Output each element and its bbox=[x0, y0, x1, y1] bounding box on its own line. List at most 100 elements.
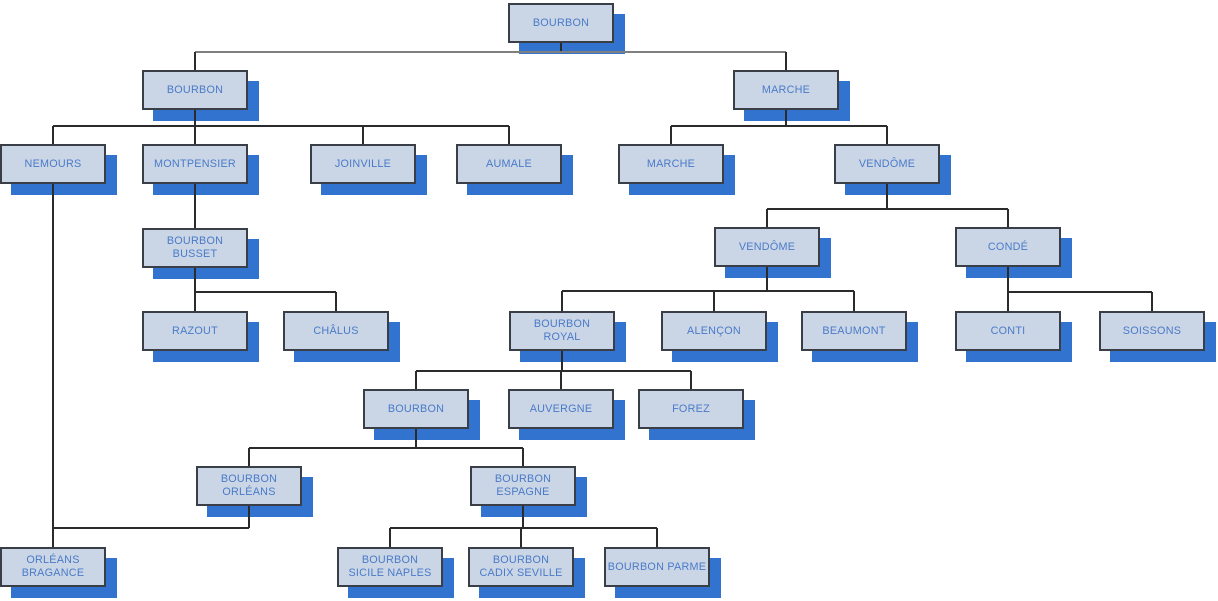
connector-line-vertical bbox=[335, 292, 337, 311]
connector-line-vertical bbox=[362, 126, 364, 144]
tree-node-label: BOURBON SICILE NAPLES bbox=[348, 554, 432, 579]
tree-node-bourbon-cadix-seville[interactable]: BOURBON CADIX SEVILLE bbox=[468, 547, 574, 587]
connector-line-horizontal bbox=[249, 447, 523, 449]
connector-line-vertical bbox=[785, 52, 787, 70]
tree-node-forez[interactable]: FOREZ bbox=[638, 389, 744, 429]
connector-line-horizontal bbox=[1008, 291, 1152, 293]
connector-line-vertical bbox=[766, 267, 768, 291]
tree-node-label: JOINVILLE bbox=[334, 157, 392, 170]
connector-line-horizontal bbox=[562, 290, 854, 292]
tree-node-label: CONTI bbox=[990, 324, 1026, 337]
tree-node-beaumont[interactable]: BEAUMONT bbox=[801, 311, 907, 351]
tree-node-bourbon-root[interactable]: BOURBON bbox=[508, 3, 614, 43]
tree-node-label: BOURBON PARME bbox=[607, 560, 707, 573]
tree-node-auvergne[interactable]: AUVERGNE bbox=[508, 389, 614, 429]
connector-line-vertical bbox=[886, 126, 888, 144]
tree-node-label: MONTPENSIER bbox=[154, 157, 236, 170]
tree-node-alencon[interactable]: ALENÇON bbox=[661, 311, 767, 351]
connector-line-vertical bbox=[389, 528, 391, 547]
tree-node-chalus[interactable]: CHÂLUS bbox=[283, 311, 389, 351]
tree-node-label: BOURBON BUSSET bbox=[166, 235, 224, 260]
tree-node-marche-3[interactable]: MARCHE bbox=[618, 144, 724, 184]
tree-node-label: VENDÔME bbox=[738, 240, 796, 253]
connector-line-horizontal bbox=[671, 125, 887, 127]
connector-line-vertical bbox=[560, 371, 562, 389]
connector-line-vertical bbox=[52, 184, 54, 547]
tree-node-montpensier[interactable]: MONTPENSIER bbox=[142, 144, 248, 184]
tree-node-bourbon-royal[interactable]: BOURBON ROYAL bbox=[509, 311, 615, 351]
tree-node-label: NEMOURS bbox=[24, 157, 82, 170]
connector-line-vertical bbox=[656, 528, 658, 547]
tree-node-label: ALENÇON bbox=[687, 324, 741, 337]
connector-line-vertical bbox=[248, 506, 250, 528]
connector-line-vertical bbox=[713, 291, 715, 311]
tree-node-label: BOURBON ESPAGNE bbox=[494, 473, 552, 498]
tree-node-label: SOISSONS bbox=[1122, 324, 1182, 337]
tree-node-bourbon-espagne[interactable]: BOURBON ESPAGNE bbox=[470, 466, 576, 506]
tree-node-bourbon-parme[interactable]: BOURBON PARME bbox=[604, 547, 710, 587]
tree-node-label: CONDÉ bbox=[987, 240, 1029, 253]
tree-node-label: BOURBON bbox=[387, 402, 445, 415]
tree-node-vendome-3[interactable]: VENDÔME bbox=[834, 144, 940, 184]
tree-node-soissons[interactable]: SOISSONS bbox=[1099, 311, 1205, 351]
connector-line-vertical bbox=[194, 184, 196, 228]
tree-node-conti[interactable]: CONTI bbox=[955, 311, 1061, 351]
tree-node-razout[interactable]: RAZOUT bbox=[142, 311, 248, 351]
tree-node-label: FOREZ bbox=[672, 402, 710, 415]
connector-line-horizontal bbox=[53, 125, 509, 127]
connector-line-horizontal bbox=[53, 527, 249, 529]
tree-node-label: RAZOUT bbox=[172, 324, 218, 337]
connector-line-horizontal bbox=[390, 527, 657, 529]
connector-line-vertical bbox=[560, 42, 562, 53]
connector-line-vertical bbox=[520, 528, 522, 547]
connector-line-horizontal bbox=[195, 51, 786, 53]
tree-node-bourbon-orleans[interactable]: BOURBON ORLÉANS bbox=[196, 466, 302, 506]
tree-node-bourbon-sicile-naples[interactable]: BOURBON SICILE NAPLES bbox=[337, 547, 443, 587]
tree-node-bourbon-6[interactable]: BOURBON bbox=[363, 389, 469, 429]
tree-node-label: BEAUMONT bbox=[822, 324, 886, 337]
connector-line-vertical bbox=[785, 110, 787, 126]
connector-line-horizontal bbox=[767, 208, 1008, 210]
tree-node-bourbon-2[interactable]: BOURBON bbox=[142, 70, 248, 110]
connector-line-vertical bbox=[52, 126, 54, 144]
connector-line-vertical bbox=[194, 110, 196, 126]
connector-line-vertical bbox=[886, 184, 888, 209]
tree-node-label: MARCHE bbox=[761, 83, 811, 96]
connector-line-vertical bbox=[194, 126, 196, 144]
connector-line-vertical bbox=[194, 292, 196, 311]
connector-line-vertical bbox=[522, 506, 524, 528]
connector-line-vertical bbox=[561, 351, 563, 371]
tree-node-vendome-4[interactable]: VENDÔME bbox=[714, 227, 820, 267]
tree-node-label: BOURBON ROYAL bbox=[533, 318, 591, 343]
tree-node-label: AUVERGNE bbox=[529, 402, 593, 415]
tree-node-label: BOURBON bbox=[166, 83, 224, 96]
tree-node-label: ORLÉANS BRAGANCE bbox=[21, 554, 85, 579]
connector-line-vertical bbox=[670, 126, 672, 144]
connector-line-vertical bbox=[561, 291, 563, 311]
tree-node-aumale[interactable]: AUMALE bbox=[456, 144, 562, 184]
tree-node-nemours[interactable]: NEMOURS bbox=[0, 144, 106, 184]
connector-line-vertical bbox=[194, 52, 196, 70]
connector-line-vertical bbox=[248, 448, 250, 466]
tree-node-label: CHÂLUS bbox=[313, 324, 359, 337]
connector-line-horizontal bbox=[416, 370, 691, 372]
tree-node-marche-2[interactable]: MARCHE bbox=[733, 70, 839, 110]
connector-line-vertical bbox=[415, 371, 417, 389]
connector-line-vertical bbox=[853, 291, 855, 311]
connector-line-vertical bbox=[194, 268, 196, 292]
tree-node-orleans-bragance[interactable]: ORLÉANS BRAGANCE bbox=[0, 547, 106, 587]
connector-line-vertical bbox=[415, 429, 417, 448]
connector-line-vertical bbox=[522, 448, 524, 466]
connector-line-vertical bbox=[1151, 292, 1153, 311]
connector-line-vertical bbox=[690, 371, 692, 389]
connector-line-horizontal bbox=[195, 291, 336, 293]
tree-node-bourbon-busset[interactable]: BOURBON BUSSET bbox=[142, 228, 248, 268]
tree-node-conde[interactable]: CONDÉ bbox=[955, 227, 1061, 267]
connector-line-vertical bbox=[766, 209, 768, 227]
connector-line-vertical bbox=[1007, 209, 1009, 227]
tree-node-joinville[interactable]: JOINVILLE bbox=[310, 144, 416, 184]
tree-node-label: VENDÔME bbox=[858, 157, 916, 170]
tree-node-label: BOURBON CADIX SEVILLE bbox=[479, 554, 563, 579]
tree-node-label: MARCHE bbox=[646, 157, 696, 170]
